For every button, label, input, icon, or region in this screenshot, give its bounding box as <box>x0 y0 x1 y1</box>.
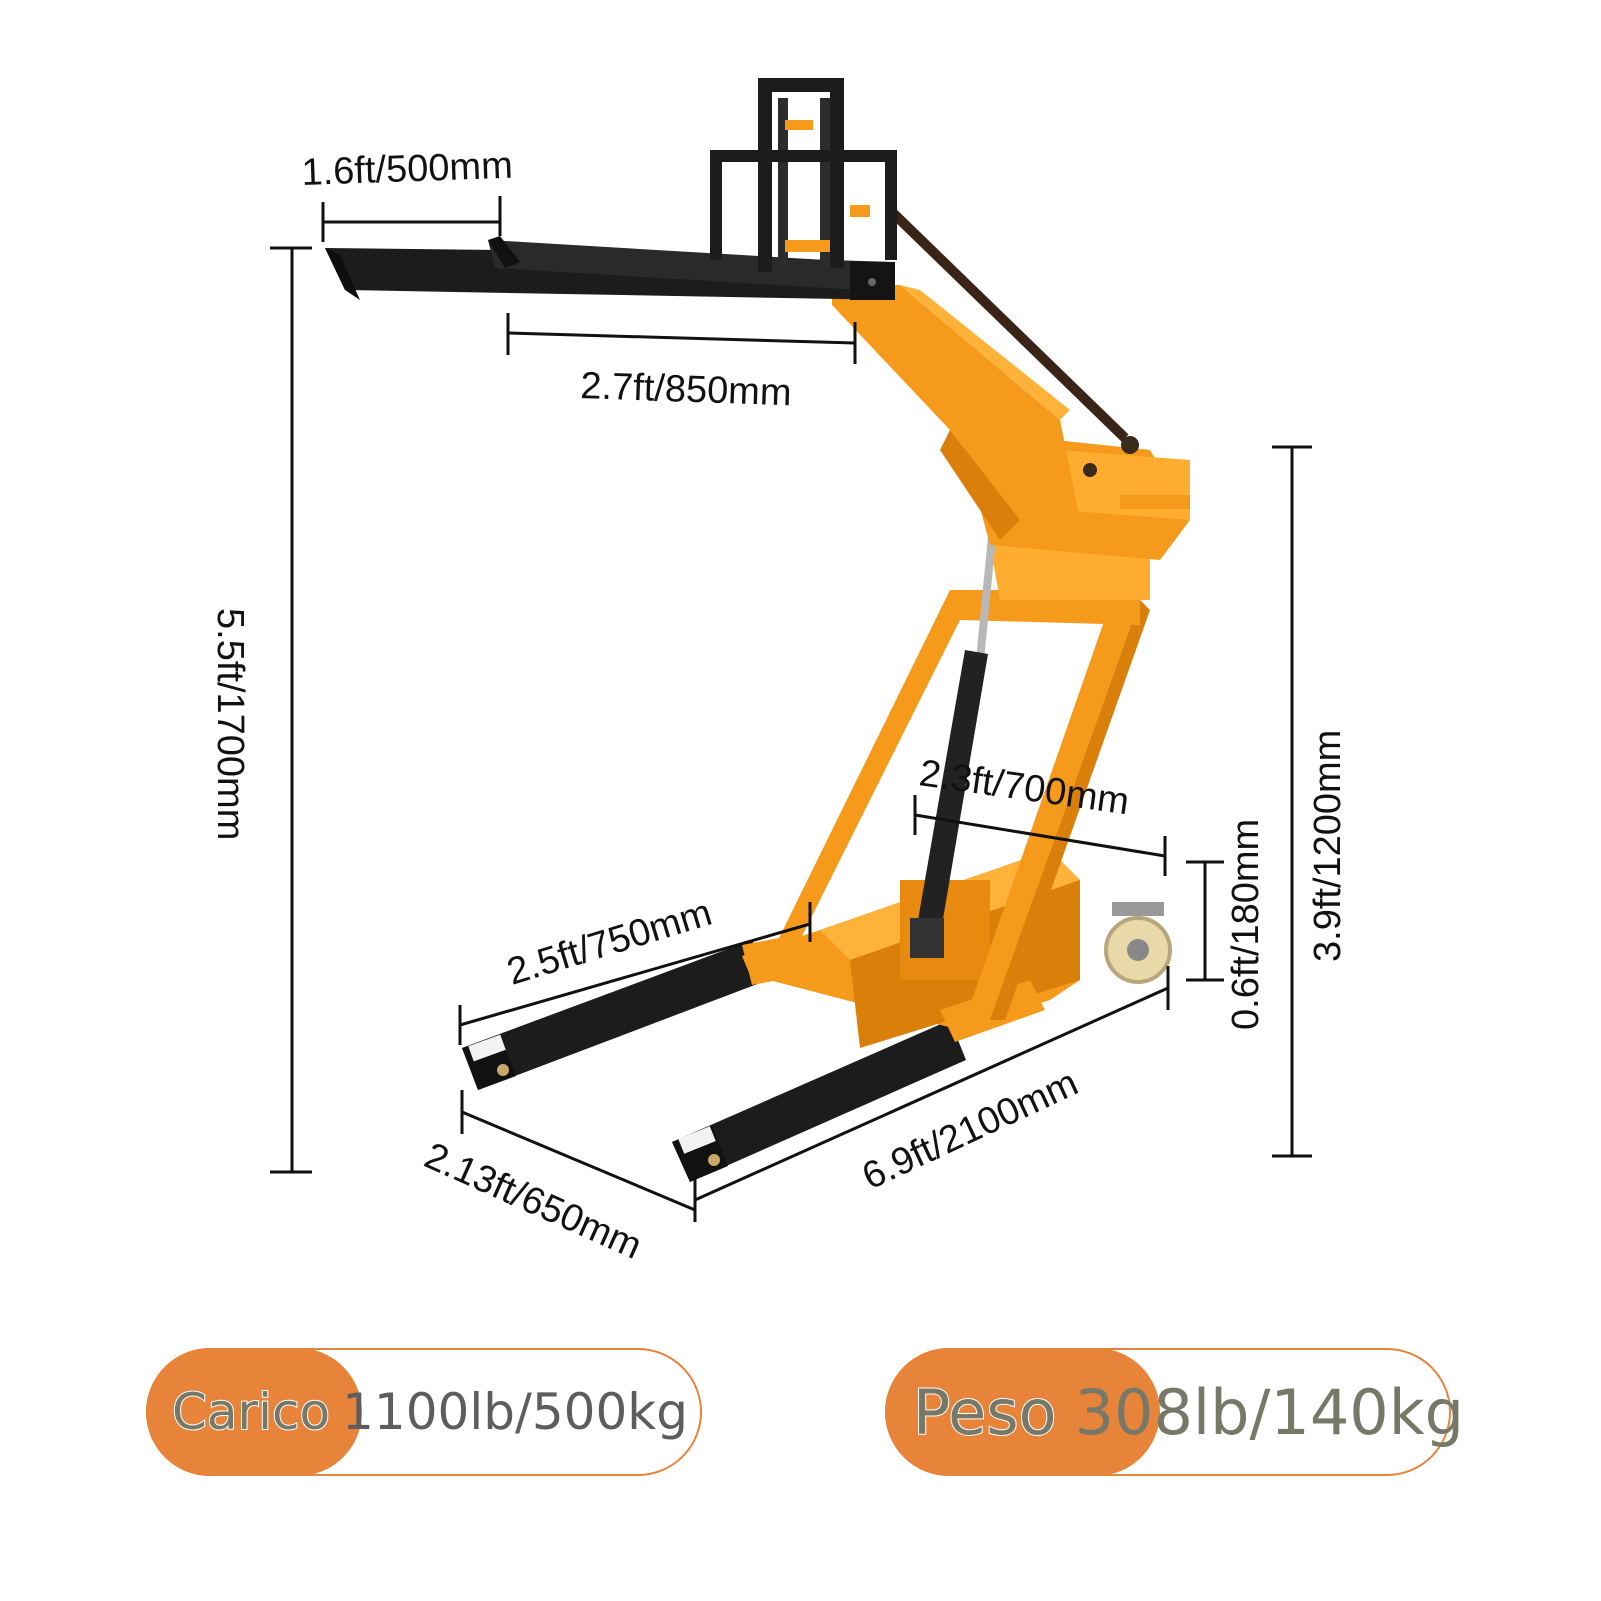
dimension-lines <box>270 196 1312 1222</box>
load-spec-value: 1100lb/500kg <box>342 1383 688 1441</box>
pill-accent <box>885 1348 1160 1476</box>
load-spec-text: Carico 1100lb/500kg <box>171 1348 688 1476</box>
upper-backrest-frame <box>710 78 897 272</box>
load-spec-pill: Carico 1100lb/500kg <box>146 1348 702 1476</box>
upper-forks <box>325 236 895 300</box>
weight-spec-text: Peso 308lb/140kg <box>912 1348 1464 1476</box>
boom-arm <box>832 285 1080 540</box>
manual-forklift-illustration <box>325 78 1190 1182</box>
mast-frame <box>778 545 1150 1020</box>
dim-label-fork-width: 1.6ft/500mm <box>301 145 514 194</box>
dim-label-base-height: 0.6ft/180mm <box>1225 819 1267 1030</box>
weight-spec-value: 308lb/140kg <box>1074 1375 1464 1449</box>
lower-fork-right <box>672 1020 966 1182</box>
caster-wheel <box>1104 902 1172 984</box>
weight-spec-label: Peso <box>912 1375 1058 1450</box>
dim-label-lift-height: 3.9ft/1200mm <box>1307 730 1349 962</box>
tie-rod <box>886 206 1129 442</box>
pill-accent <box>146 1348 362 1476</box>
load-spec-label: Carico <box>171 1382 331 1442</box>
dim-label-overall-width: 2.13ft/650mm <box>418 1135 647 1268</box>
lower-fork-left <box>462 940 768 1090</box>
dim-label-total-height: 5.5ft/1700mm <box>209 608 251 840</box>
dim-label-upper-fork-length: 2.7ft/850mm <box>580 365 793 414</box>
weight-spec-pill: Peso 308lb/140kg <box>885 1348 1464 1476</box>
